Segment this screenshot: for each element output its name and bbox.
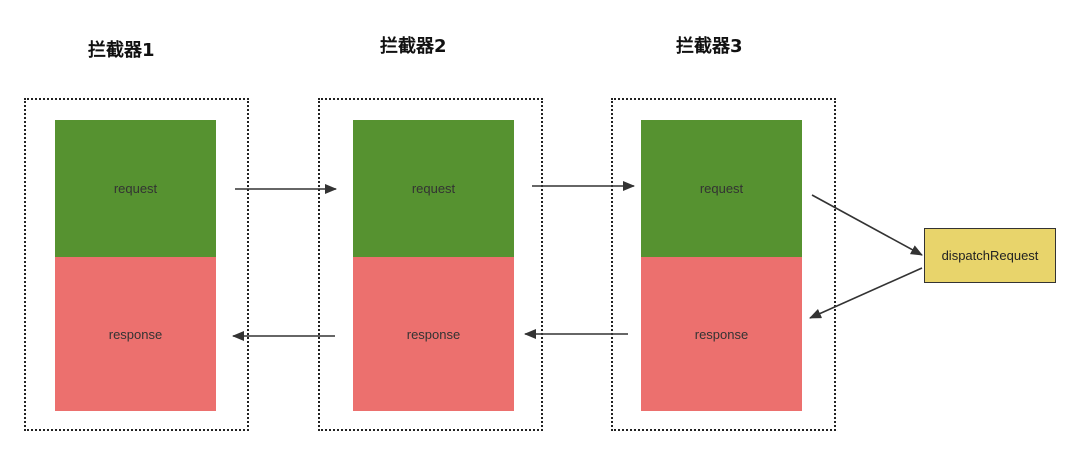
interceptor-2-response-label: response	[406, 326, 461, 342]
interceptor-1-request-block: request	[55, 120, 216, 257]
arrow-request-3-to-dispatch	[811, 194, 923, 256]
interceptor-3-request-block: request	[641, 120, 802, 257]
interceptor-3-response-block: response	[641, 257, 802, 411]
interceptor-2-request-block: request	[353, 120, 514, 257]
arrow-dispatch-to-response-3	[809, 267, 923, 319]
interceptor-1-frame	[24, 98, 249, 431]
interceptor-3-title: 拦截器3	[676, 36, 743, 57]
interceptor-2-title: 拦截器2	[380, 36, 447, 57]
interceptor-1-response-label: response	[108, 326, 163, 342]
interceptor-1-request-label: request	[113, 181, 158, 196]
interceptor-3-frame	[611, 98, 836, 431]
interceptor-3-response-label: response	[694, 326, 749, 342]
interceptor-2-request-label: request	[411, 181, 456, 196]
interceptor-1-title: 拦截器1	[88, 40, 155, 61]
dispatch-request-box: dispatchRequest	[924, 228, 1056, 283]
interceptor-2-response-block: response	[353, 257, 514, 411]
interceptor-3-request-label: request	[699, 181, 744, 196]
dispatch-request-label: dispatchRequest	[941, 248, 1039, 263]
interceptor-2-frame	[318, 98, 543, 431]
interceptor-1-response-block: response	[55, 257, 216, 411]
